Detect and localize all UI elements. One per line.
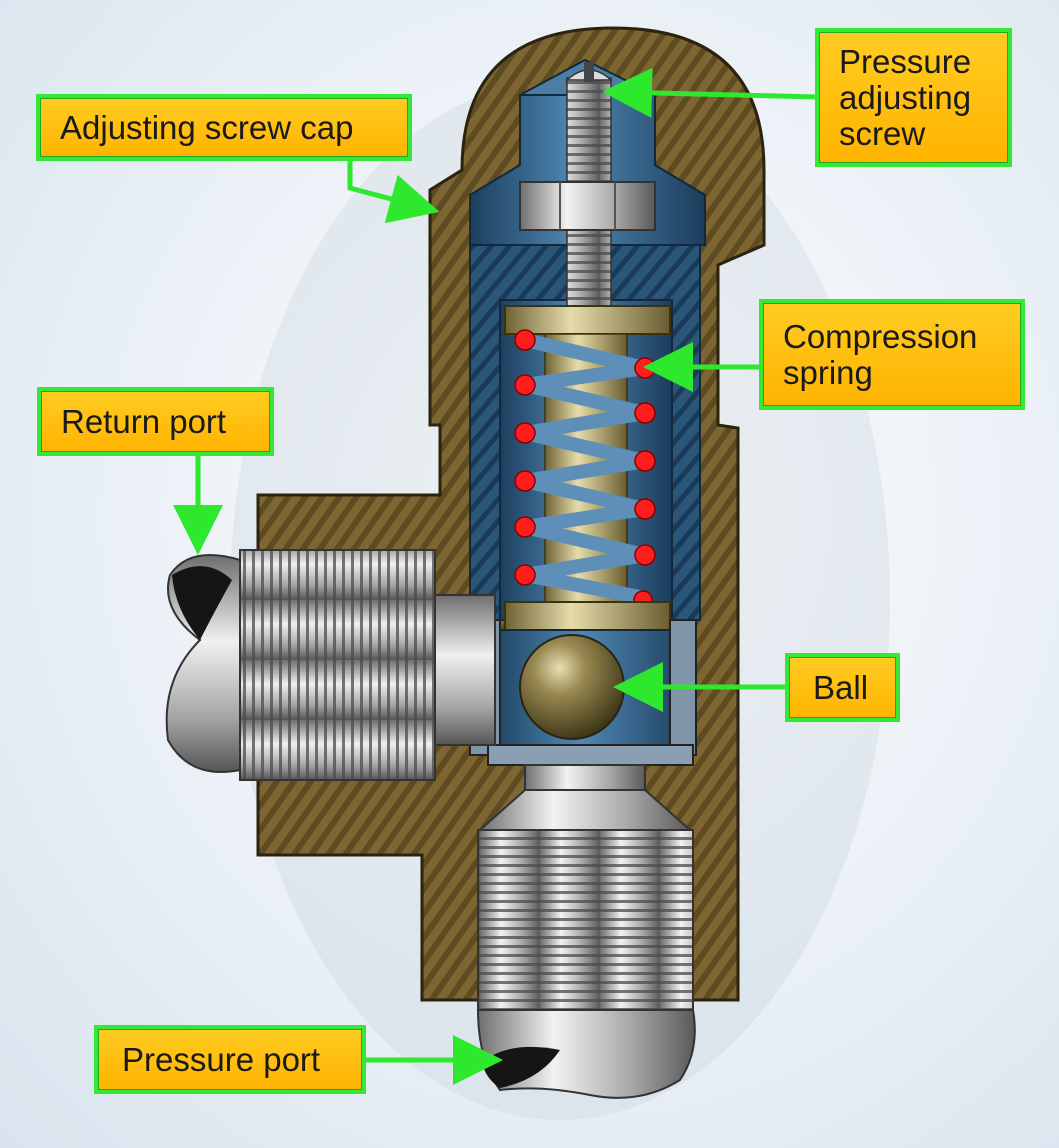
ball-part [519,634,625,740]
arrow-pressure-adjusting-screw [602,67,819,118]
label-ball: Ball [813,668,869,706]
lock-nut [519,181,656,231]
return-fitting-threads [239,549,436,781]
screw-slot [584,62,594,82]
callout-compression-spring: Compression spring [759,299,1025,410]
callout-adjusting-screw-cap: Adjusting screw cap [36,94,412,161]
label-pressure-port: Pressure port [122,1040,321,1078]
leader-arrows [173,67,819,1085]
return-pipe-opening [172,566,232,640]
arrow-adjusting-screw-cap [347,158,440,224]
label-compression-spring-line2: spring [783,353,873,391]
label-compression-spring-line1: Compression [783,317,978,355]
spring-wire-sections [514,329,656,610]
callout-return-port: Return port [37,387,274,456]
callout-pressure-port: Pressure port [94,1025,366,1094]
label-pressure-adjusting-screw-line2: adjusting [839,78,972,116]
label-return-port: Return port [61,402,227,440]
upper-spring-plate [504,305,671,335]
label-pressure-adjusting-screw-line3: screw [839,114,926,152]
seat-ring [487,744,694,766]
label-pressure-adjusting-screw-line1: Pressure [839,42,972,80]
lower-spring-plate [504,601,671,631]
pressure-fitting-neck [524,764,646,791]
pressure-fitting-threads [477,829,694,1011]
label-adjusting-screw-cap: Adjusting screw cap [60,108,354,146]
compression-spring [518,333,652,605]
callout-ball: Ball [785,653,900,722]
callout-pressure-adjusting-screw: Pressure adjusting screw [815,28,1012,167]
